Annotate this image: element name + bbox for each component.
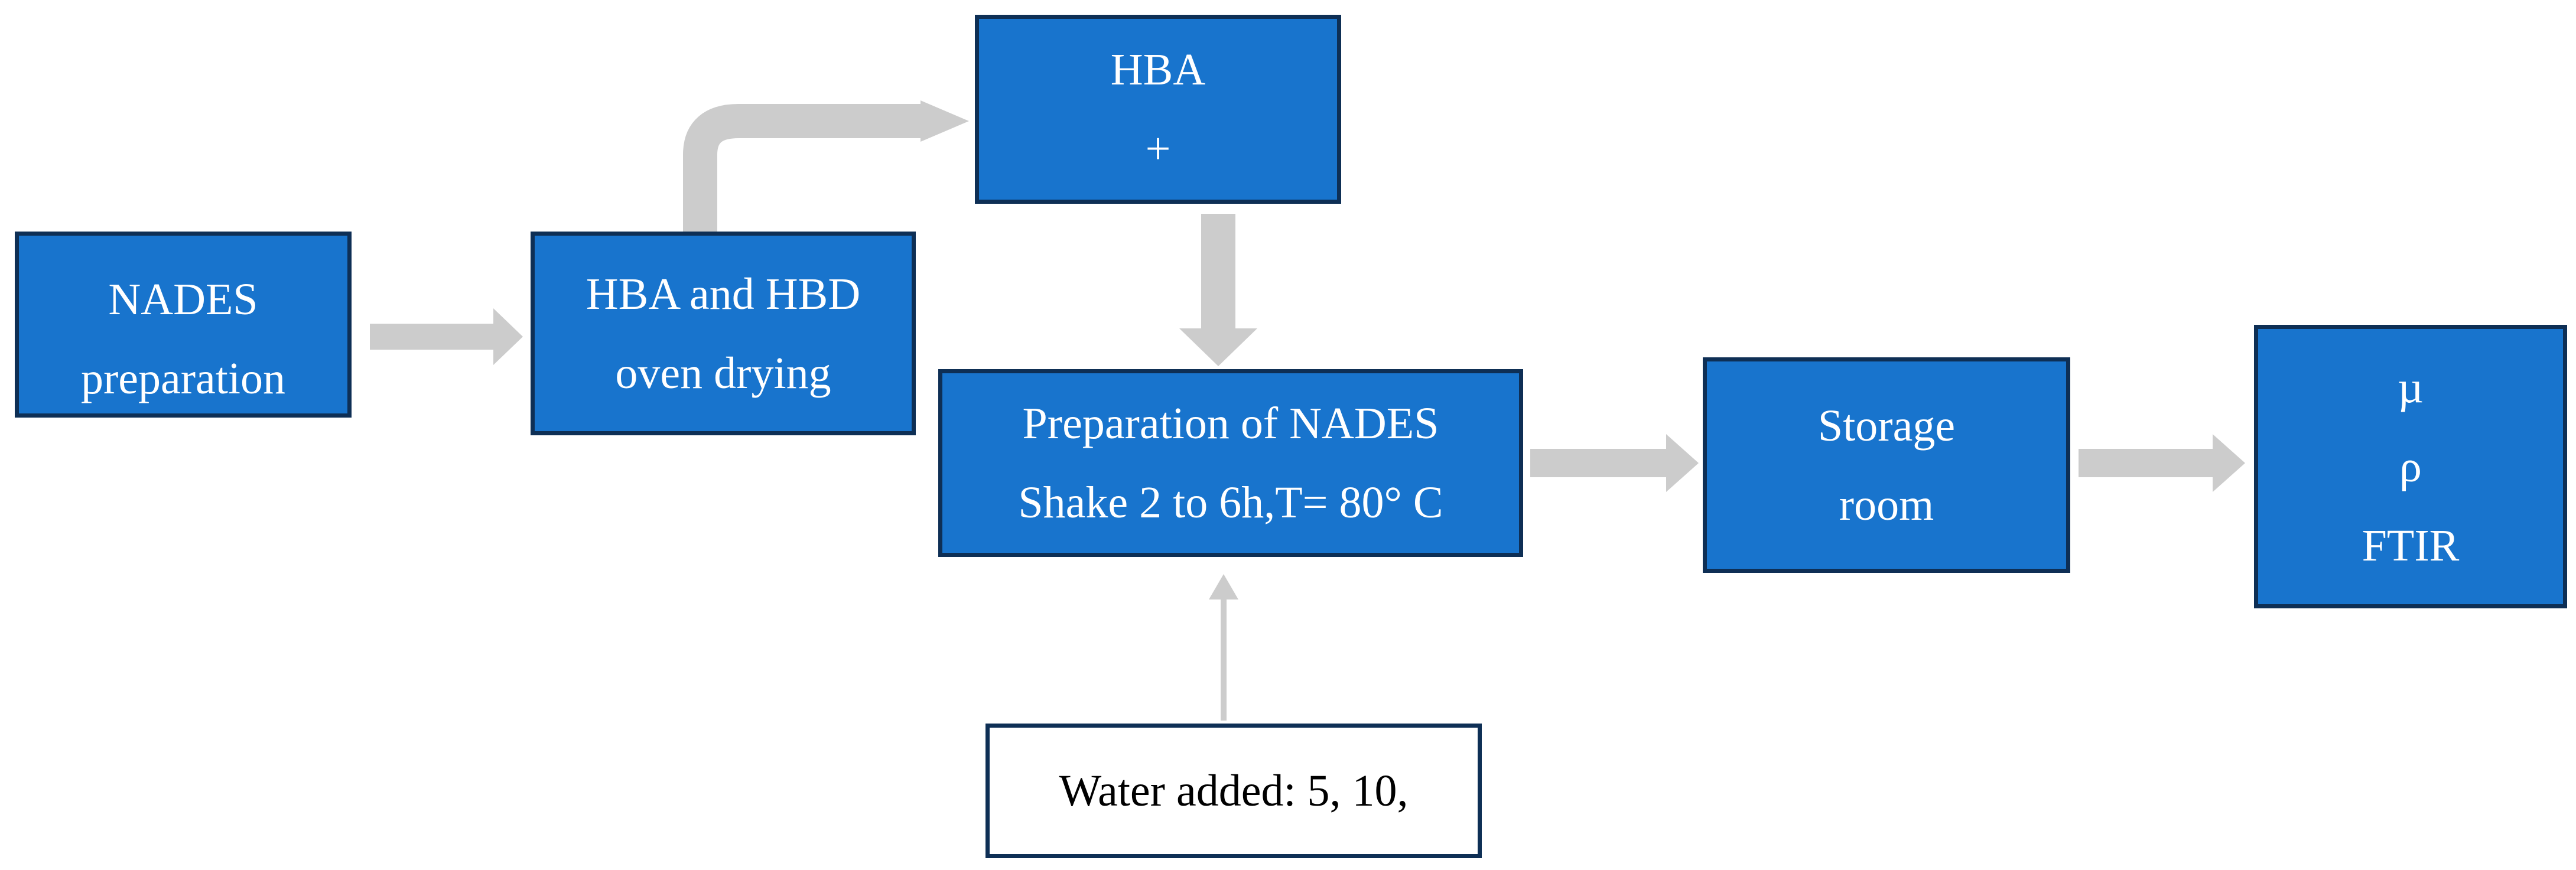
storage-room-box: Storage room [1703,357,2070,573]
measurement-density: ρ [2399,442,2422,491]
oven-drying-box: HBA and HBD oven drying [531,232,916,435]
arrow-drying-to-hba-head [921,100,969,142]
nades-preparation-box: NADES preparation [15,232,352,418]
arrow-prep-to-drying [370,308,523,365]
arrow-prep-to-storage [1530,434,1699,492]
hba-plus-line2: + [1145,124,1171,174]
arrow-hba-to-prep [1179,214,1257,366]
water-added-text: Water added: 5, 10, [1059,766,1409,816]
hba-plus-box: HBA + [975,15,1341,204]
hba-plus-line1: HBA [1110,45,1206,95]
nades-preparation-line2: preparation [80,354,286,403]
arrow-drying-to-hba [683,104,922,233]
water-added-box: Water added: 5, 10, [985,724,1482,858]
storage-room-line2: room [1839,480,1934,530]
measurement-viscosity: µ [2398,363,2424,412]
nades-preparation-line1: NADES [108,275,258,324]
arrow-water-to-prep-head [1209,574,1238,599]
storage-room-line1: Storage [1817,400,1956,451]
oven-drying-line1: HBA and HBD [586,269,861,319]
preparation-of-nades-line1: Preparation of NADES [1022,399,1439,448]
preparation-of-nades-box: Preparation of NADES Shake 2 to 6h,T= 80… [938,369,1523,557]
oven-drying-line2: oven drying [615,348,831,398]
arrow-storage-to-measure [2079,434,2245,492]
preparation-of-nades-line2: Shake 2 to 6h,T= 80° C [1018,478,1443,527]
measurement-ftir: FTIR [2362,521,2460,571]
measurements-box: µ ρ FTIR [2254,325,2567,608]
